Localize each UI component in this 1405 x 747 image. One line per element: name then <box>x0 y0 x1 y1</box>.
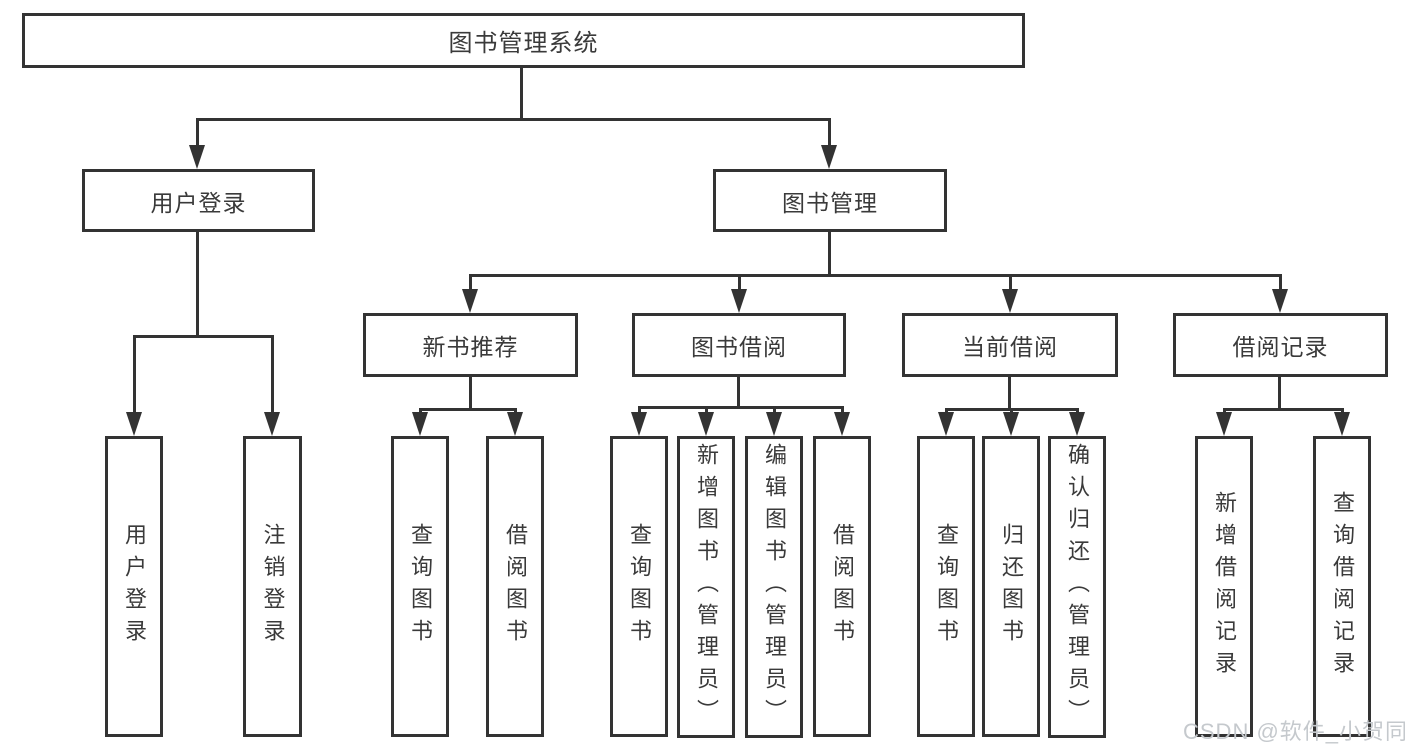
leaf-label: 注销登录 <box>260 522 286 651</box>
connector-stub-borrowing-edit <box>773 406 776 416</box>
arrowhead-current-confirm <box>1069 412 1085 436</box>
leaf-label: 查询图书 <box>934 522 959 651</box>
arrowhead-book-borrowing <box>731 289 747 313</box>
arrowhead-new-book <box>462 289 478 313</box>
csdn-watermark: CSDN @软件_小贺同学 <box>1183 719 1405 744</box>
node-book-management: 图书管理 <box>713 169 947 232</box>
leaf-recommend-query-books: 查询图书 <box>391 436 449 737</box>
node-root: 图书管理系统 <box>22 13 1025 68</box>
leaf-records-add-record: 新增借阅记录 <box>1195 436 1253 737</box>
leaf-label: 编辑图书（管理员） <box>762 443 787 731</box>
node-label: 图书管理 <box>782 189 878 216</box>
arrowhead-records-query <box>1334 412 1350 436</box>
leaf-recommend-borrow-books: 借阅图书 <box>486 436 544 737</box>
arrowhead-borrowing-edit <box>766 412 782 436</box>
arrowhead-borrowing-add <box>698 412 714 436</box>
connector-login-span <box>133 335 274 338</box>
connector-borrowing-span <box>638 406 844 409</box>
leaf-borrowing-add-books-admin: 新增图书（管理员） <box>677 436 735 738</box>
leaf-current-confirm-return-admin: 确认归还（管理员） <box>1048 436 1106 738</box>
leaf-logout-login: 注销登录 <box>243 436 302 737</box>
leaf-borrowing-query-books: 查询图书 <box>610 436 668 737</box>
arrowhead-current-return <box>1003 412 1019 436</box>
node-current-borrowing: 当前借阅 <box>902 313 1118 377</box>
arrowhead-leaf-logout <box>264 412 280 436</box>
connector-stub-borrowing-records <box>1279 274 1282 292</box>
leaf-label: 借阅图书 <box>503 522 528 651</box>
connector-stub-borrowing-query <box>638 406 641 416</box>
leaf-label: 归还图书 <box>999 522 1024 651</box>
leaf-label: 用户登录 <box>122 522 147 651</box>
arrowhead-current-borrowing <box>1002 289 1018 313</box>
connector-stub-current-borrowing <box>1009 274 1012 292</box>
arrowhead-leaf-login <box>126 412 142 436</box>
connector-borrowing-stem <box>737 377 740 409</box>
node-label: 用户登录 <box>150 189 247 216</box>
connector-login-stem <box>196 232 199 338</box>
connector-current-stem <box>1008 377 1011 411</box>
connector-recommend-span <box>419 408 517 411</box>
connector-records-stem <box>1278 377 1281 411</box>
connector-mgmt-stem <box>828 232 831 275</box>
arrowhead-borrowing-query <box>631 412 647 436</box>
connector-stub-user-login <box>196 118 199 148</box>
connector-mgmt-span <box>469 274 1282 277</box>
arrowhead-recommend-query <box>412 412 428 436</box>
leaf-label: 确认归还（管理员） <box>1065 443 1090 731</box>
connector-stub-leaf-login <box>133 335 136 415</box>
leaf-label: 查询图书 <box>627 522 652 651</box>
leaf-label: 新增借阅记录 <box>1212 490 1237 683</box>
arrowhead-records-add <box>1216 412 1232 436</box>
leaf-label: 查询图书 <box>408 522 433 651</box>
arrowhead-current-query <box>938 412 954 436</box>
arrowhead-user-login <box>189 145 205 169</box>
node-label: 借阅记录 <box>1232 334 1329 360</box>
connector-stub-book-management <box>828 118 831 148</box>
leaf-records-query-record: 查询借阅记录 <box>1313 436 1371 737</box>
leaf-label: 新增图书（管理员） <box>694 443 719 731</box>
node-label: 新书推荐 <box>422 334 519 360</box>
connector-stub-leaf-logout <box>271 335 274 415</box>
connector-root-span <box>197 118 831 121</box>
arrowhead-recommend-borrow <box>507 412 523 436</box>
connector-stub-book-borrowing <box>738 274 741 292</box>
connector-stub-borrowing-borrow <box>841 406 844 416</box>
node-label: 图书借阅 <box>691 334 787 360</box>
node-user-login: 用户登录 <box>82 169 315 232</box>
node-borrowing-records: 借阅记录 <box>1173 313 1388 377</box>
leaf-current-query-books: 查询图书 <box>917 436 975 737</box>
connector-records-span <box>1223 408 1344 411</box>
node-label: 当前借阅 <box>962 334 1058 360</box>
leaf-user-login: 用户登录 <box>105 436 163 737</box>
leaf-current-return-books: 归还图书 <box>982 436 1040 737</box>
connector-stub-new-book <box>469 274 472 292</box>
connector-stub-borrowing-add <box>705 406 708 416</box>
leaf-borrowing-edit-books-admin: 编辑图书（管理员） <box>745 436 803 738</box>
arrowhead-borrowing-borrow <box>834 412 850 436</box>
leaf-label: 查询借阅记录 <box>1330 490 1355 683</box>
node-label: 图书管理系统 <box>448 30 599 57</box>
leaf-borrowing-borrow-books: 借阅图书 <box>813 436 871 737</box>
arrowhead-borrowing-records <box>1272 289 1288 313</box>
arrowhead-book-management <box>821 145 837 169</box>
node-new-book-recommend: 新书推荐 <box>363 313 578 377</box>
node-book-borrowing: 图书借阅 <box>632 313 846 377</box>
connector-root-stem <box>520 68 523 118</box>
leaf-label: 借阅图书 <box>830 522 855 651</box>
connector-recommend-stem <box>469 377 472 411</box>
